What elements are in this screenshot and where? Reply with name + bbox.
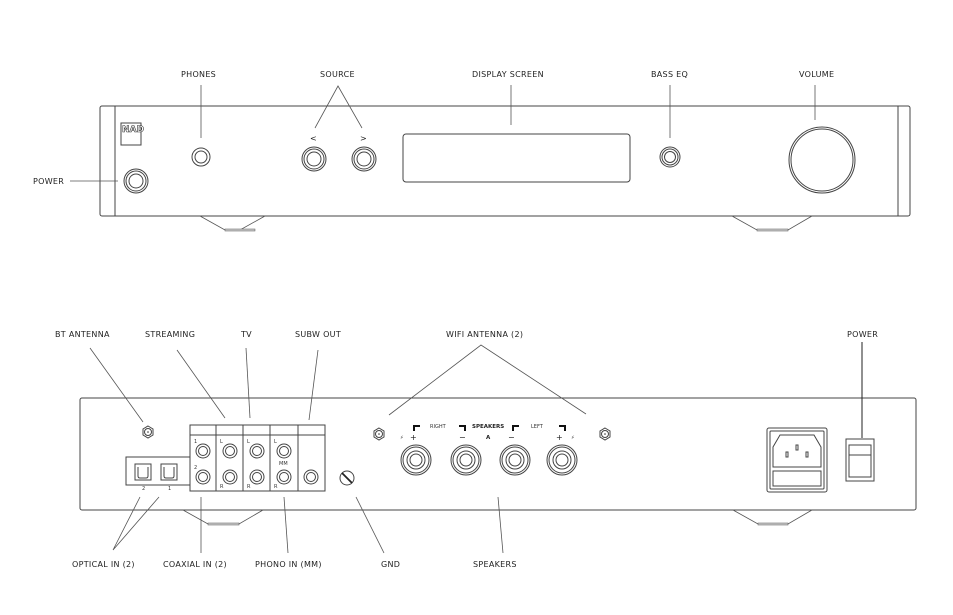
gnd-leader	[355, 496, 385, 554]
speaker-mark-speakers: SPEAKERS	[472, 424, 504, 430]
coaxial-in-1[interactable]	[195, 443, 211, 459]
speaker-bracket-marks: ⚡ ⚡	[400, 425, 575, 441]
wifi-antenna-connector-2[interactable]	[599, 427, 611, 441]
subwoofer-out[interactable]	[303, 469, 319, 485]
label-volume: VOLUME	[799, 70, 834, 79]
label-source: SOURCE	[320, 70, 355, 79]
source-next-button[interactable]	[351, 146, 377, 172]
speaker-mark-left-minus: −	[508, 433, 515, 442]
tv-mark-r: R	[247, 484, 251, 490]
speaker-mark-right-minus: −	[459, 433, 466, 442]
label-optical-in: OPTICAL IN (2)	[72, 560, 135, 569]
speaker-terminal-right-minus[interactable]	[450, 444, 482, 476]
label-rear-power: POWER	[847, 330, 878, 339]
phono-mark-mm: MM	[279, 461, 288, 467]
gnd-screw[interactable]	[339, 470, 355, 486]
volume-knob[interactable]	[788, 126, 856, 194]
streaming-leader	[176, 349, 226, 419]
optical-in-1[interactable]	[160, 463, 178, 481]
optical-number-2: 2	[142, 486, 145, 492]
label-bass-eq: BASS EQ	[651, 70, 688, 79]
front-foot-left	[199, 215, 266, 232]
label-front-power: POWER	[33, 177, 64, 186]
phono-in-r[interactable]	[276, 469, 292, 485]
speaker-mark-left-plus: +	[556, 433, 563, 442]
streaming-mark-r: R	[220, 484, 224, 490]
ac-power-inlet[interactable]	[766, 427, 828, 493]
nad-logo-box	[120, 122, 142, 146]
front-foot-right	[731, 215, 813, 232]
wifi-antenna-connector-1[interactable]	[373, 427, 385, 441]
coax-mark-2: 2	[194, 465, 197, 471]
optical-leader	[112, 496, 160, 551]
phono-mark-r: R	[274, 484, 278, 490]
rear-foot-left	[182, 509, 264, 526]
coaxial-in-2[interactable]	[195, 469, 211, 485]
bt-antenna-leader	[89, 347, 144, 423]
tv-in-l[interactable]	[249, 443, 265, 459]
bolt-mark-right: ⚡	[400, 435, 404, 441]
source-prev-button[interactable]	[301, 146, 327, 172]
label-phones: PHONES	[181, 70, 216, 79]
tv-in-r[interactable]	[249, 469, 265, 485]
source-leader	[314, 85, 363, 129]
label-gnd: GND	[381, 560, 400, 569]
speaker-mark-a: A	[486, 435, 491, 441]
phono-in-l[interactable]	[276, 443, 292, 459]
optical-number-1: 1	[168, 486, 171, 492]
label-speakers: SPEAKERS	[473, 560, 517, 569]
label-bt-antenna: BT ANTENNA	[55, 330, 110, 339]
label-phono-in: PHONO IN (MM)	[255, 560, 322, 569]
rear-chassis	[79, 397, 917, 511]
label-streaming: STREAMING	[145, 330, 195, 339]
label-tv: TV	[240, 330, 252, 339]
label-wifi-antenna: WIFI ANTENNA (2)	[446, 330, 523, 339]
phones-jack[interactable]	[191, 147, 211, 167]
label-subw-out: SUBW OUT	[295, 330, 341, 339]
source-next-glyph: >	[360, 134, 367, 143]
display-screen	[402, 133, 631, 183]
streaming-in-l[interactable]	[222, 443, 238, 459]
rear-foot-right	[732, 509, 813, 526]
label-display-screen: DISPLAY SCREEN	[472, 70, 544, 79]
front-panel: NAD POWER PHONES SOURCE < >	[33, 70, 911, 232]
speaker-mark-right: RIGHT	[430, 424, 447, 430]
speaker-mark-right-plus: +	[410, 433, 417, 442]
bass-eq-button[interactable]	[659, 146, 681, 168]
bolt-mark-left: ⚡	[571, 435, 575, 441]
nad-logo: NAD	[122, 125, 144, 135]
rear-power-switch[interactable]	[845, 438, 875, 482]
wifi-antenna-leader	[388, 344, 587, 416]
speaker-terminal-left-minus[interactable]	[499, 444, 531, 476]
speaker-terminal-right-plus[interactable]	[400, 444, 432, 476]
front-chassis	[99, 105, 911, 217]
bt-antenna-connector[interactable]	[142, 425, 154, 439]
label-coaxial-in: COAXIAL IN (2)	[163, 560, 227, 569]
source-prev-glyph: <	[310, 134, 317, 143]
tv-mark-l: L	[247, 439, 250, 445]
optical-block	[125, 456, 191, 486]
coax-mark-1: 1	[194, 439, 197, 445]
front-power-button[interactable]	[123, 168, 149, 194]
optical-in-2[interactable]	[134, 463, 152, 481]
speaker-terminal-left-plus[interactable]	[546, 444, 578, 476]
streaming-in-r[interactable]	[222, 469, 238, 485]
phono-leader	[283, 496, 289, 554]
speaker-mark-left: LEFT	[531, 424, 544, 430]
streaming-mark-l: L	[220, 439, 223, 445]
tv-leader	[245, 347, 251, 419]
rear-panel: BT ANTENNA 2 1 OPTICAL IN (2) 1 2 L R L …	[55, 330, 917, 569]
phono-mark-l: L	[274, 439, 277, 445]
subw-out-leader	[308, 349, 319, 421]
rca-panel	[189, 424, 326, 492]
speakers-leader	[497, 496, 504, 554]
